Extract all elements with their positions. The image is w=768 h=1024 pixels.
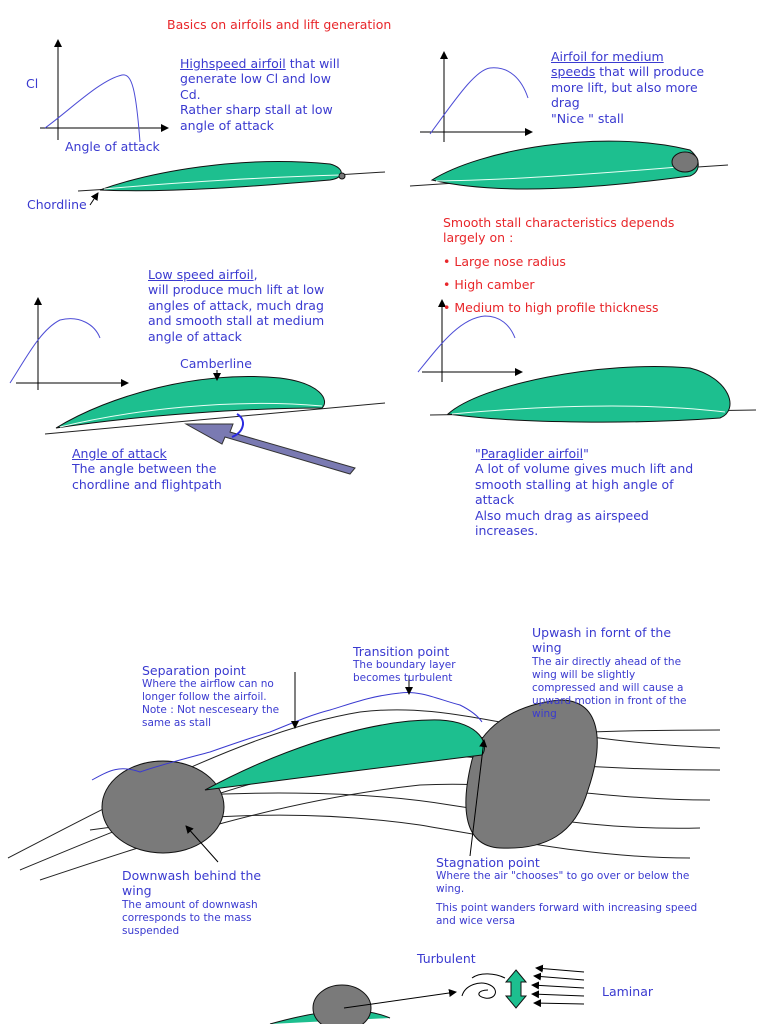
paraglider-airfoil	[446, 365, 731, 423]
cl-axis-label: Cl	[26, 76, 39, 91]
lowspeed-cl-curve	[9, 318, 101, 384]
lowspeed-description: Low speed airfoil, will produce much lif…	[148, 267, 325, 344]
paraglider-name: Paraglider airfoil	[480, 446, 584, 461]
downwash-title: Downwash behind the	[122, 868, 262, 883]
paraglider-graph	[422, 299, 523, 382]
lowspeed-name: Low speed airfoil	[148, 267, 254, 282]
aoa-title: Angle of attack	[72, 446, 167, 461]
upwash-title: Upwash in fornt of the	[532, 625, 672, 640]
paraglider-description: "Paraglider airfoil" A lot of volume giv…	[475, 446, 694, 539]
thickness-arrow	[504, 969, 528, 1009]
chordline-label: Chordline	[27, 197, 87, 212]
transition-title: Transition point	[353, 644, 450, 659]
bullet-thickness: • Medium to high profile thickness	[443, 300, 659, 315]
medium-airfoil	[430, 140, 699, 190]
paraglider-cl-curve	[417, 315, 516, 373]
flightpath-arrow	[184, 423, 356, 475]
stagnation-title: Stagnation point	[436, 855, 540, 870]
flow-airfoil	[204, 719, 486, 791]
lowspeed-airfoil	[55, 375, 326, 429]
downwash-note: Downwash behind the wing The amount of d…	[122, 868, 262, 937]
transition-point-note: Transition point The boundary layer beco…	[353, 644, 456, 685]
upwash-note: Upwash in fornt of the wing The air dire…	[532, 625, 687, 720]
page-title: Basics on airfoils and lift generation	[167, 17, 392, 32]
bullet-nose-radius: • Large nose radius	[443, 254, 566, 269]
downwash-zone	[101, 760, 225, 854]
camberline-label: Camberline	[180, 356, 252, 371]
separation-point-note: Separation point Where the airflow can n…	[142, 663, 280, 730]
stagnation-point-note: Stagnation point Where the air "chooses"…	[436, 855, 698, 928]
medium-description: Airfoil for medium speeds that will prod…	[551, 49, 705, 126]
highspeed-graph	[40, 39, 169, 140]
aoa-axis-label: Angle of attack	[65, 139, 160, 154]
bullet-camber: • High camber	[443, 277, 535, 292]
lowspeed-chordline	[44, 402, 386, 435]
highspeed-cl-curve	[44, 74, 141, 143]
medium-name: Airfoil for medium	[551, 49, 664, 64]
upwash-zone	[465, 699, 598, 849]
turbulent-label: Turbulent	[417, 951, 476, 966]
lowspeed-graph	[16, 297, 129, 390]
medium-cl-curve	[429, 67, 529, 135]
medium-graph	[420, 51, 533, 142]
aoa-definition: Angle of attack The angle between the ch…	[72, 446, 222, 492]
aoa-arc	[231, 413, 244, 438]
boundary-layer-detail	[269, 964, 585, 1024]
highspeed-name: Highspeed airfoil	[180, 56, 286, 71]
smooth-stall-heading: Smooth stall characteristics depends lar…	[443, 215, 675, 246]
highspeed-description: Highspeed airfoil that will generate low…	[180, 56, 340, 133]
turbulent-boundary	[91, 691, 483, 781]
separation-title: Separation point	[142, 663, 246, 678]
laminar-label: Laminar	[602, 984, 653, 999]
